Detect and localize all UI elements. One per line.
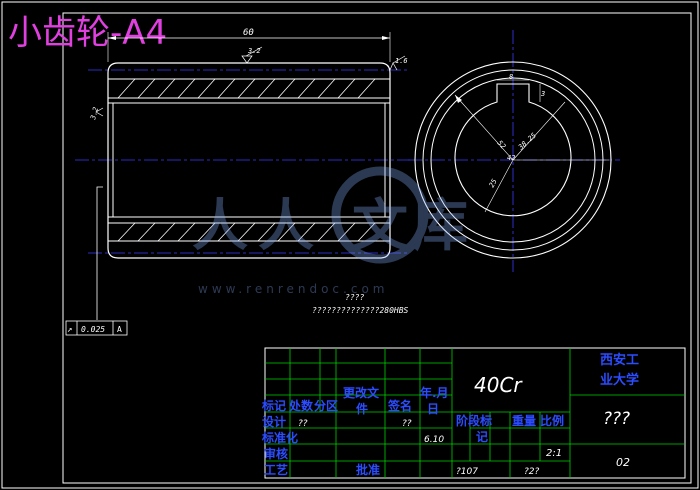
label-zone: 分区 [314, 398, 338, 413]
label-signature: 签名 [387, 398, 412, 413]
watermark-circle [331, 166, 429, 264]
part-name: ??? [603, 409, 630, 429]
scale-value: 2:1 [546, 448, 562, 459]
bottom-mid-value: ?2? [524, 467, 540, 477]
value-standardize: ?? [402, 419, 412, 429]
note-line-1: ???? [345, 293, 364, 302]
dim-inner-dia: 38.25 [516, 131, 538, 152]
material: 40Cr [474, 373, 523, 397]
end-view: 8 3 52 38.25 42 25 [408, 30, 620, 272]
roughness-top: 3.2 [247, 47, 261, 55]
dim-bore-dia: 52 [496, 139, 508, 151]
label-weight: 重量 [512, 413, 536, 428]
tolerance-frame: ↗ 0.025 A [65, 320, 128, 336]
dim-key-depth: 3 [540, 90, 545, 98]
tolerance-symbol: ↗ [67, 325, 72, 335]
label-design: 设计 [262, 414, 286, 429]
label-date-2: 日 [427, 402, 439, 416]
label-change-doc-1: 更改文 [343, 385, 380, 400]
roughness-right: 1.6 [395, 57, 408, 65]
dim-key-width: 8 [509, 73, 513, 81]
dim-overall-length: 60 [243, 28, 254, 38]
drawing-no: 02 [616, 456, 630, 469]
watermark-char-2: 人 [258, 194, 314, 259]
watermark-char-3: 文 [352, 194, 408, 259]
dim-dia-25: 25 [488, 178, 499, 189]
watermark-char-1: 人 [192, 194, 248, 259]
bottom-left-value: ?107 [456, 467, 478, 477]
school-line-2: 业大学 [600, 372, 639, 388]
watermark-char-4: 库 [412, 194, 468, 259]
drawing-title: 小齿轮-A4 [8, 13, 167, 53]
label-date-1: 年.月 [420, 385, 449, 400]
label-stage-mark-1: 阶段标 [456, 413, 492, 428]
label-ratio: 比例 [540, 413, 564, 428]
label-marker: 标记 [261, 398, 286, 413]
label-process: 工艺 [264, 462, 288, 477]
tolerance-datum: A [117, 325, 122, 334]
inner-border [62, 12, 692, 484]
label-stage-mark-2: 记 [476, 430, 488, 444]
label-approve: 批准 [356, 462, 380, 477]
watermark: 人 人 文 库 www.renrendoc.com [192, 166, 468, 296]
note-line-2: ??????????????280HBS [312, 306, 409, 315]
label-standardize: 标准化 [261, 430, 298, 445]
school-line-1: 西安工 [600, 352, 639, 368]
label-change-doc-2: 件 [356, 401, 368, 416]
roughness-left: 3.2 [89, 106, 100, 121]
value-design: ?? [298, 419, 308, 429]
watermark-site: www.renrendoc.com [198, 282, 388, 296]
value-std-date: 6.10 [424, 435, 444, 445]
tolerance-value: 0.025 [81, 325, 105, 334]
dim-radius-42: 42 [507, 154, 515, 162]
section-view: 60 3.2 1.6 3.2 [75, 28, 410, 320]
title-block: 标记 处数 分区 更改文 件 签名 年.月 日 设计 ?? 标准化 ?? 6.1… [261, 347, 686, 479]
label-audit: 审核 [264, 446, 288, 461]
label-count: 处数 [288, 398, 314, 413]
